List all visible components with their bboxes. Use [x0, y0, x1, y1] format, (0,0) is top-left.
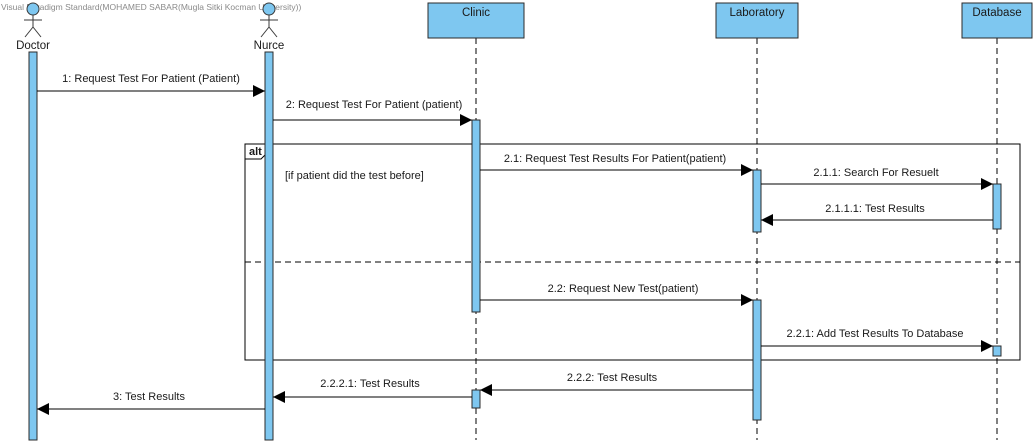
message-2-2[interactable]: 2.2: Request New Test(patient): [480, 283, 753, 306]
activation-laboratory-2: [752, 299, 762, 421]
stick-figure-icon: [260, 2, 278, 38]
actor-doctor[interactable]: Doctor: [16, 2, 50, 52]
object-database[interactable]: Database: [961, 2, 1033, 39]
object-database-label: Database: [972, 7, 1021, 19]
message-2-label: 2: Request Test For Patient (patient): [286, 99, 463, 111]
message-2-2-1[interactable]: 2.2.1: Add Test Results To Database: [761, 328, 993, 352]
activation-database-1: [992, 183, 1002, 230]
message-2-2-label: 2.2: Request New Test(patient): [548, 283, 699, 295]
message-2-2-2-1-label: 2.2.2.1: Test Results: [320, 378, 420, 390]
message-3[interactable]: 3: Test Results: [37, 391, 265, 415]
actor-doctor-label: Doctor: [16, 40, 50, 52]
alt-guard-text: [if patient did the test before]: [285, 170, 424, 182]
message-2-1-label: 2.1: Request Test Results For Patient(pa…: [504, 153, 726, 165]
object-laboratory[interactable]: Laboratory: [715, 2, 799, 39]
actor-nurce[interactable]: Nurce: [254, 2, 285, 52]
activation-doctor: [28, 51, 38, 441]
message-2-2-2-1[interactable]: 2.2.2.1: Test Results: [273, 378, 472, 403]
object-clinic[interactable]: Clinic: [427, 2, 525, 39]
message-2-2-1-label: 2.2.1: Add Test Results To Database: [787, 328, 964, 340]
object-clinic-label: Clinic: [462, 7, 490, 19]
message-3-label: 3: Test Results: [113, 391, 185, 403]
activation-nurce: [264, 51, 274, 441]
activation-database-2: [992, 345, 1002, 357]
watermark-text: Visual Paradigm Standard(MOHAMED SABAR(M…: [1, 2, 301, 12]
message-2-2-2-label: 2.2.2: Test Results: [567, 372, 658, 384]
message-2-1-1-1-label: 2.1.1.1: Test Results: [825, 203, 925, 215]
message-1-label: 1: Request Test For Patient (Patient): [62, 73, 240, 85]
message-2-1-1-1[interactable]: 2.1.1.1: Test Results: [761, 203, 993, 226]
message-2-1-1-label: 2.1.1: Search For Resuelt: [813, 167, 938, 179]
message-2-1-1[interactable]: 2.1.1: Search For Resuelt: [761, 167, 993, 190]
message-2-2-2[interactable]: 2.2.2: Test Results: [480, 372, 753, 396]
activation-laboratory-1: [752, 169, 762, 233]
message-1[interactable]: 1: Request Test For Patient (Patient): [37, 73, 265, 97]
stick-figure-icon: [24, 2, 42, 38]
object-laboratory-label: Laboratory: [730, 7, 785, 19]
message-2[interactable]: 2: Request Test For Patient (patient): [273, 99, 472, 126]
message-2-1[interactable]: 2.1: Request Test Results For Patient(pa…: [480, 153, 753, 176]
actor-nurce-label: Nurce: [254, 40, 285, 52]
activation-clinic-2: [471, 389, 481, 409]
alt-operator-label: alt: [249, 146, 262, 158]
alt-fragment[interactable]: alt [if patient did the test before]: [244, 143, 1021, 361]
alt-operator-tag: [244, 143, 268, 160]
activation-clinic-1: [471, 119, 481, 313]
